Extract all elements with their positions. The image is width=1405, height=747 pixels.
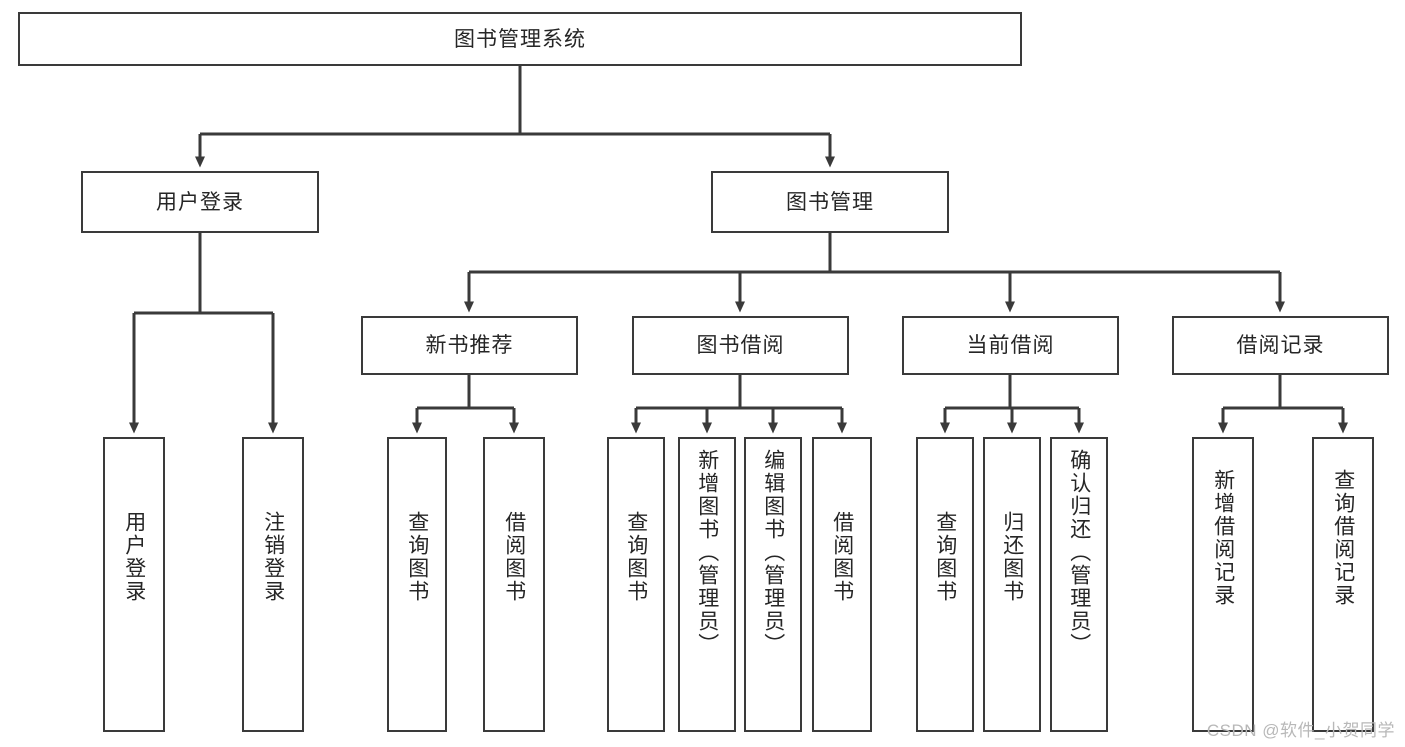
leaf-query-borrow-record-label: 查询借阅记录 — [1331, 469, 1355, 607]
leaf-query-book-borrow-label: 查询图书 — [624, 511, 648, 603]
node-new-book-recommend-label: 新书推荐 — [425, 334, 514, 357]
node-root[interactable]: 图书管理系统 — [18, 12, 1022, 66]
node-root-label: 图书管理系统 — [454, 27, 586, 51]
node-borrow-records-label: 借阅记录 — [1236, 334, 1325, 357]
node-book-borrow[interactable]: 图书借阅 — [632, 316, 849, 375]
leaf-query-borrow-record[interactable]: 查询借阅记录 — [1312, 437, 1374, 732]
node-book-management-label: 图书管理 — [786, 190, 874, 214]
leaf-confirm-return-admin-label: 确认归还（管理员） — [1067, 449, 1091, 656]
leaf-edit-book-admin[interactable]: 编辑图书（管理员） — [744, 437, 802, 732]
leaf-return-book-label: 归还图书 — [1000, 511, 1024, 603]
leaf-user-login[interactable]: 用户登录 — [103, 437, 165, 732]
leaf-add-book-admin-label: 新增图书（管理员） — [695, 449, 719, 656]
node-user-login-label: 用户登录 — [156, 190, 244, 214]
leaf-user-login-label: 用户登录 — [122, 511, 146, 603]
leaf-query-book-current[interactable]: 查询图书 — [916, 437, 974, 732]
leaf-add-borrow-record[interactable]: 新增借阅记录 — [1192, 437, 1254, 732]
node-current-borrow-label: 当前借阅 — [966, 334, 1055, 357]
leaf-user-logout-label: 注销登录 — [261, 511, 285, 603]
leaf-borrow-book-newbook[interactable]: 借阅图书 — [483, 437, 545, 732]
watermark: CSDN @软件_小贺同学 — [1206, 721, 1395, 740]
leaf-lend-book-label: 借阅图书 — [830, 511, 854, 603]
node-borrow-records[interactable]: 借阅记录 — [1172, 316, 1389, 375]
leaf-add-book-admin[interactable]: 新增图书（管理员） — [678, 437, 736, 732]
node-book-management[interactable]: 图书管理 — [711, 171, 949, 233]
leaf-confirm-return-admin[interactable]: 确认归还（管理员） — [1050, 437, 1108, 732]
leaf-query-book-newbook-label: 查询图书 — [405, 511, 429, 603]
leaf-return-book[interactable]: 归还图书 — [983, 437, 1041, 732]
leaf-query-book-newbook[interactable]: 查询图书 — [387, 437, 447, 732]
leaf-query-book-borrow[interactable]: 查询图书 — [607, 437, 665, 732]
leaf-user-logout[interactable]: 注销登录 — [242, 437, 304, 732]
leaf-edit-book-admin-label: 编辑图书（管理员） — [761, 449, 785, 656]
leaf-lend-book[interactable]: 借阅图书 — [812, 437, 872, 732]
leaf-query-book-current-label: 查询图书 — [933, 511, 957, 603]
leaf-add-borrow-record-label: 新增借阅记录 — [1211, 469, 1235, 607]
node-new-book-recommend[interactable]: 新书推荐 — [361, 316, 578, 375]
node-user-login[interactable]: 用户登录 — [81, 171, 319, 233]
node-current-borrow[interactable]: 当前借阅 — [902, 316, 1119, 375]
leaf-borrow-book-newbook-label: 借阅图书 — [502, 511, 526, 603]
node-book-borrow-label: 图书借阅 — [696, 334, 785, 357]
